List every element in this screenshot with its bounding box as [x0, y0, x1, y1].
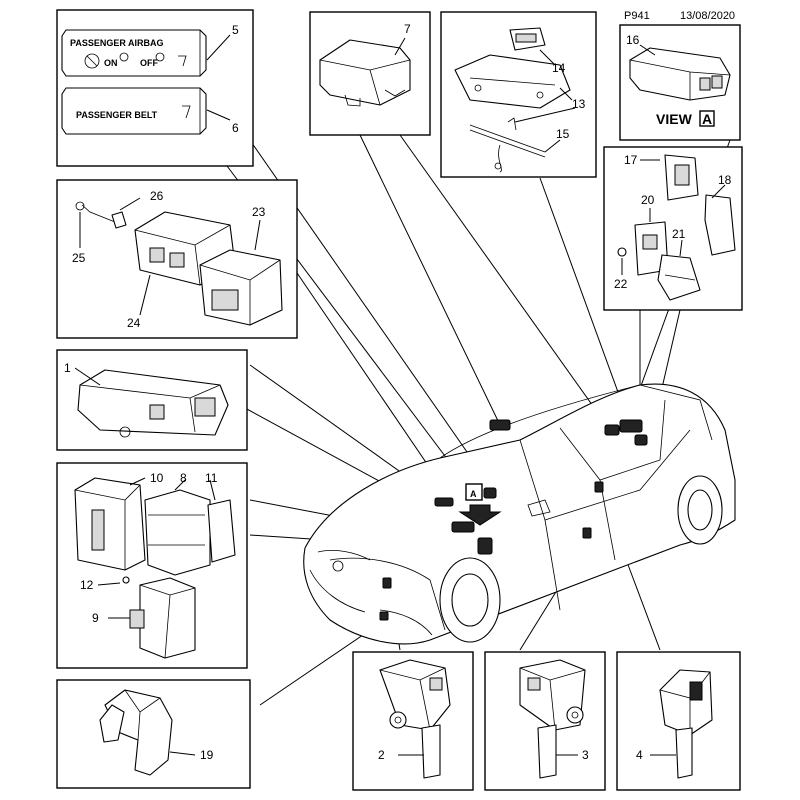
- box-modules-8-12: 10 8 11 12 9: [56, 462, 248, 669]
- box-sensor-4: 4: [616, 651, 741, 791]
- callout-8: 8: [180, 471, 187, 485]
- airbag-on-text: ON: [104, 58, 118, 68]
- callout-20: 20: [641, 193, 655, 207]
- callout-26: 26: [150, 189, 164, 203]
- page-code: P941: [624, 10, 650, 22]
- callout-24: 24: [127, 316, 141, 330]
- callout-1: 1: [64, 361, 71, 375]
- callout-21: 21: [672, 227, 686, 241]
- box-modules-17-22: 17 18 20 21 22: [603, 146, 743, 311]
- box-modules-23-26: 26 25 24 23: [56, 179, 298, 339]
- callout-4: 4: [636, 748, 643, 762]
- car-outline: A: [303, 383, 736, 645]
- callout-6: 6: [232, 121, 239, 135]
- callout-19: 19: [200, 748, 214, 762]
- callout-13: 13: [572, 97, 586, 111]
- callout-5: 5: [232, 23, 239, 37]
- airbag-off-text: OFF: [140, 58, 158, 68]
- box-sensor-3: 3: [484, 651, 606, 791]
- airbag-panel-text: PASSENGER AIRBAG: [70, 38, 164, 48]
- box-module-1: 1: [56, 349, 248, 451]
- callout-14: 14: [552, 61, 566, 75]
- callout-25: 25: [72, 251, 86, 265]
- belt-panel-text: PASSENGER BELT: [76, 110, 158, 120]
- box-sensor-2: 2: [352, 651, 474, 791]
- callout-11: 11: [205, 471, 218, 485]
- car-view-marker: A: [470, 489, 477, 499]
- callout-23: 23: [252, 205, 266, 219]
- callout-17: 17: [624, 153, 638, 167]
- box-indicator-panels: PASSENGER AIRBAG ON OFF PASSENGER BELT 5…: [56, 9, 254, 167]
- date: 13/08/2020: [680, 10, 735, 22]
- callout-15: 15: [556, 127, 570, 141]
- callout-22: 22: [614, 277, 628, 291]
- view-text: VIEW: [656, 111, 693, 127]
- box-module-7: 7: [309, 11, 431, 136]
- callout-10: 10: [150, 471, 164, 485]
- callout-7: 7: [404, 22, 411, 36]
- callout-16: 16: [626, 33, 640, 47]
- callout-9: 9: [92, 611, 99, 625]
- view-letter: A: [702, 111, 712, 127]
- callout-2: 2: [378, 748, 385, 762]
- box-sensors-13-15: 14 13 15: [440, 11, 597, 178]
- box-view-a: 16 VIEW A: [619, 24, 741, 141]
- callout-12: 12: [80, 578, 94, 592]
- box-sensor-19: 19: [56, 679, 251, 789]
- callout-3: 3: [582, 748, 589, 762]
- callout-18: 18: [718, 173, 732, 187]
